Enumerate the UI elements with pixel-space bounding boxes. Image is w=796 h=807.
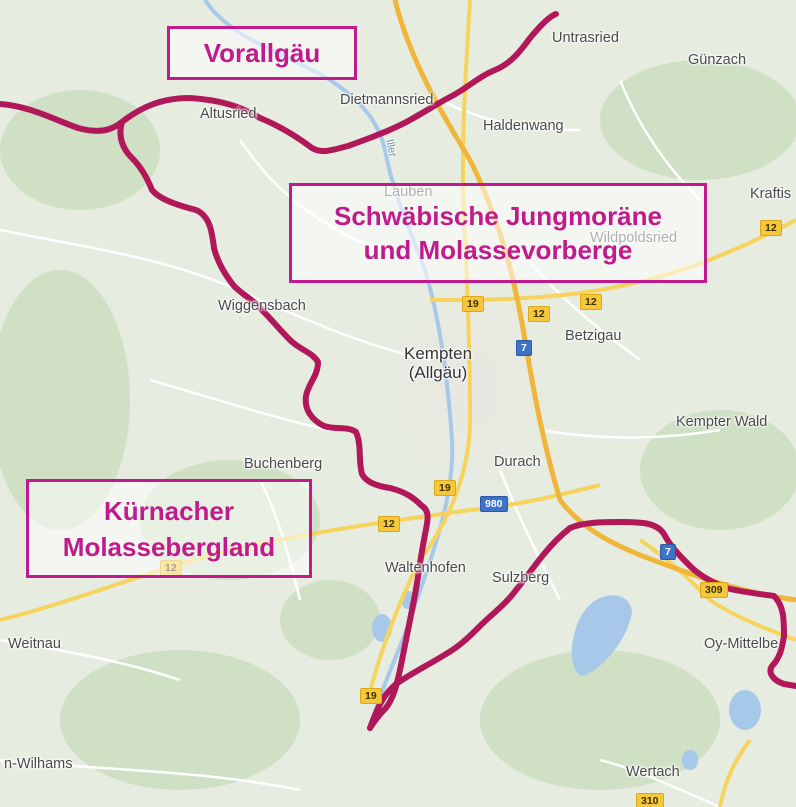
boundary-line-west xyxy=(117,119,431,731)
road-shield-b310: 310 xyxy=(636,793,664,807)
boundary-line-north xyxy=(0,11,559,155)
road-shield-a980: 980 xyxy=(480,496,508,512)
region-label-jungmoraene-line2: und Molassevorberge xyxy=(363,235,633,265)
region-label-jungmoraene-line1: Schwäbische Jungmoräne xyxy=(334,201,662,231)
lakes xyxy=(372,591,761,770)
road-shield-b19: 19 xyxy=(462,296,484,312)
road-shield-b12: 12 xyxy=(760,220,782,236)
road-shield-b19: 19 xyxy=(434,480,456,496)
region-label-kuernacher-line1: Kürnacher xyxy=(103,495,235,526)
boundary-line-south xyxy=(367,519,796,731)
region-label-vorallgaeu-text: Vorallgäu xyxy=(203,37,321,68)
road-shield-b12: 12 xyxy=(528,306,550,322)
road-shield-a7: 7 xyxy=(516,340,532,356)
region-label-jungmoraene: Schwäbische Jungmoräne und Molassevorber… xyxy=(289,183,707,283)
road-shield-b12: 12 xyxy=(378,516,400,532)
motorway-a7 xyxy=(392,0,796,603)
road-shield-b12: 12 xyxy=(580,294,602,310)
region-label-kuernacher-line2: Molassebergland xyxy=(62,531,276,562)
region-label-kuernacher: Kürnacher Molassebergland xyxy=(26,479,312,578)
road-shield-a7: 7 xyxy=(660,544,676,560)
region-label-vorallgaeu: Vorallgäu xyxy=(167,26,357,80)
road-shield-b309: 309 xyxy=(700,582,728,598)
road-shield-b19: 19 xyxy=(360,688,382,704)
